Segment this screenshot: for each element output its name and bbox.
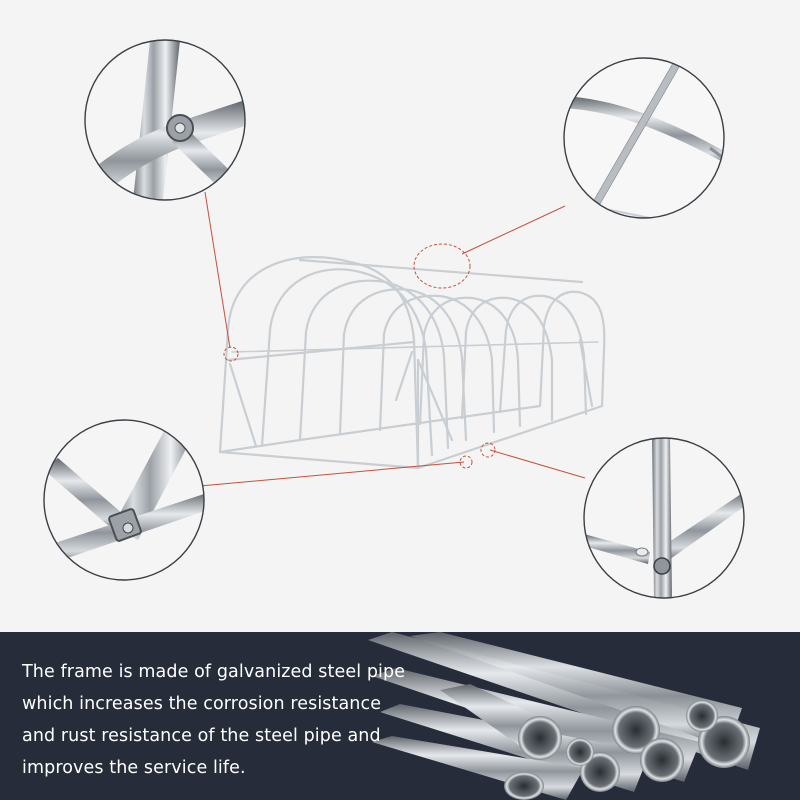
caption-text: The frame is made of galvanized steel pi… [22, 656, 406, 784]
caption-line-3: and rust resistance of the steel pipe an… [22, 726, 381, 746]
greenhouse-frame [218, 256, 606, 470]
steel-pipes-photo [368, 632, 760, 800]
caption-line-2: which increases the corrosion resistance [22, 694, 382, 714]
caption-line-4: improves the service life. [22, 758, 246, 778]
ridge-cross-detail [563, 57, 725, 219]
base-brace-detail [43, 419, 205, 581]
callout-lines [199, 191, 586, 487]
corner-post-detail [583, 437, 745, 599]
callout-markers [223, 243, 496, 469]
caption-line-1: The frame is made of galvanized steel pi… [22, 662, 406, 682]
